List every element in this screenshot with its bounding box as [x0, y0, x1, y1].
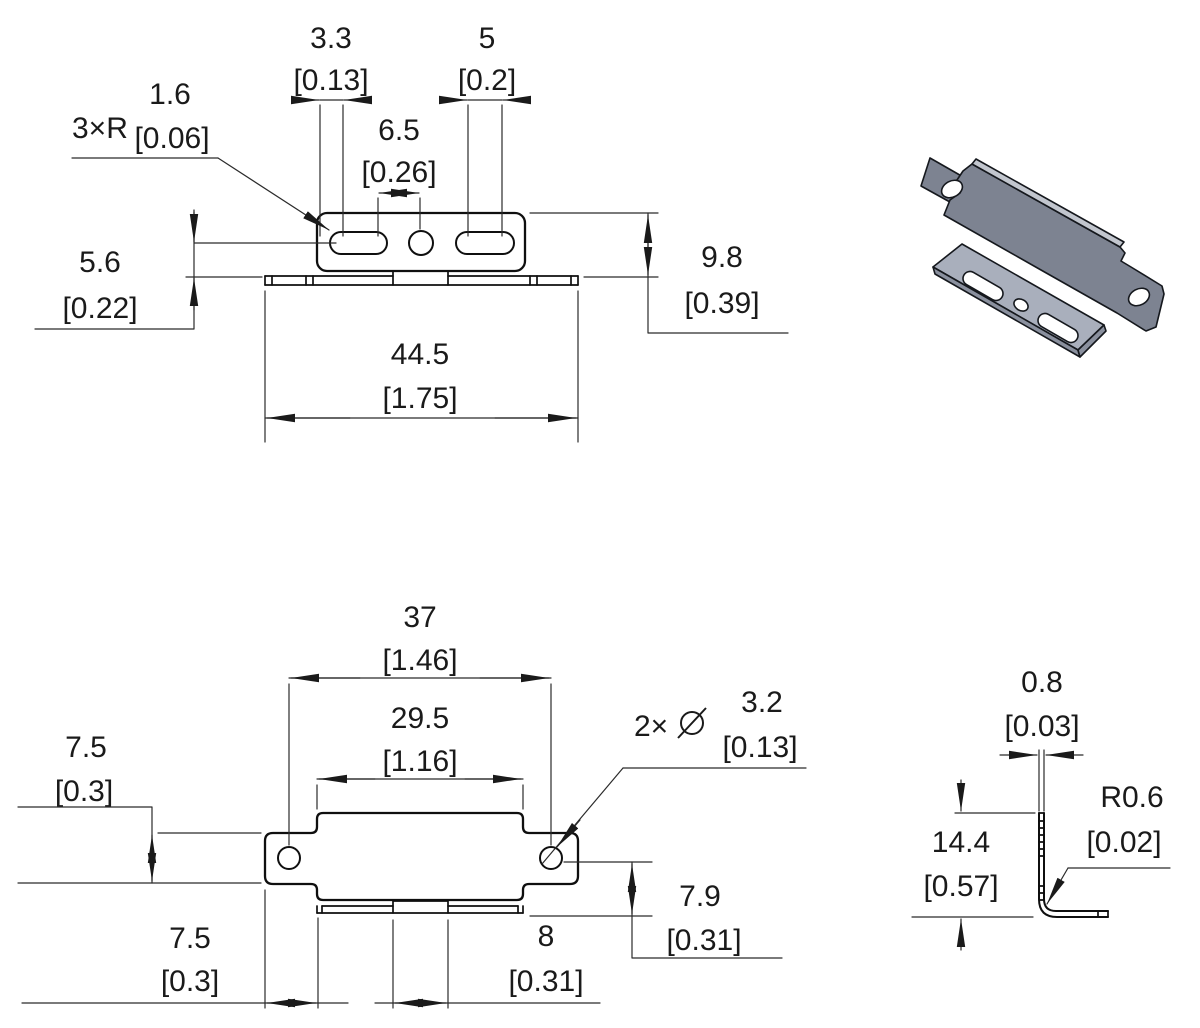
dim-center-tab-width: 8 [0.31]	[374, 919, 601, 1009]
iso-right-hole	[1127, 287, 1151, 307]
dim-height: 14.4 [0.57]	[911, 779, 1036, 951]
dim-slot-edge-offset-in: [0.22]	[62, 292, 137, 325]
dim-center-tab-width-in: [0.31]	[508, 965, 583, 998]
iso-flange-right-slot	[1037, 312, 1079, 344]
callout-bend-radius-in: [0.02]	[1086, 826, 1161, 859]
dim-hole-to-bottom-in: [0.31]	[666, 924, 741, 957]
top-view: 3.3 [0.13] 5 [0.2] 6.5 [0.26] 3×R	[34, 22, 789, 443]
dim-flange-width-in: [1.16]	[382, 745, 457, 778]
front-view: 37 [1.46] 29.5 [1.16] 7.5 [0.3]	[17, 601, 807, 1009]
dim-overall-width: 44.5 [1.75]	[264, 290, 579, 443]
side-view-feature-ticks	[1038, 820, 1045, 901]
center-hole	[408, 230, 434, 256]
dim-slot-width: 3.3 [0.13]	[291, 22, 372, 237]
left-mount-hole	[277, 846, 301, 870]
iso-left-hole	[940, 179, 964, 199]
dim-slot-width-mm: 3.3	[310, 22, 352, 55]
callout-hole-diameter: 2× 3.2 [0.13]	[541, 686, 807, 865]
dim-tab-height-in: [0.3]	[55, 775, 113, 808]
dim-overall-width-mm: 44.5	[391, 338, 449, 371]
diameter-icon	[677, 707, 707, 739]
dim-thickness: 0.8 [0.03]	[999, 666, 1084, 812]
right-slot	[455, 231, 515, 255]
dim-tab-height: 7.5 [0.3]	[17, 731, 262, 884]
side-view: 0.8 [0.03] 14.4 [0.57] R0.6 [0.02]	[911, 666, 1171, 951]
dim-slot-edge-offset: 5.6 [0.22]	[34, 209, 337, 330]
dim-tab-width: 7.5 [0.3]	[21, 889, 349, 1009]
dim-height-mm: 14.4	[932, 826, 990, 859]
callout-hole-diameter-mm: 3.2	[741, 686, 783, 719]
dim-tab-width-in: [0.3]	[161, 965, 219, 998]
iso-flange-center-hole	[1013, 298, 1029, 312]
iso-plate-top-bevel	[971, 158, 1125, 248]
dim-center-offset-mm: 6.5	[378, 114, 420, 147]
callout-hole-diameter-in: [0.13]	[722, 731, 797, 764]
dim-flange-depth-mm: 9.8	[701, 241, 743, 274]
iso-flange-end-edge	[1077, 324, 1107, 358]
top-view-part	[264, 211, 579, 286]
plate-outline	[263, 811, 580, 902]
dim-center-tab-width-mm: 8	[538, 920, 555, 953]
front-view-part	[263, 811, 580, 914]
dim-slot-width-in: [0.13]	[293, 64, 368, 97]
flange-edge-strip	[316, 900, 524, 914]
dim-tab-height-mm: 7.5	[65, 731, 107, 764]
dim-tab-width-mm: 7.5	[169, 922, 211, 955]
dim-flange-depth: 9.8 [0.39]	[529, 212, 789, 334]
dim-thickness-mm: 0.8	[1021, 666, 1063, 699]
isometric-view	[920, 157, 1165, 358]
dim-hole-spacing: 37 [1.46]	[288, 601, 552, 846]
dim-slot-edge-offset-mm: 5.6	[79, 246, 121, 279]
side-view-part	[1038, 812, 1109, 918]
dim-flange-width-mm: 29.5	[391, 702, 449, 735]
callout-corner-radius-mm: 1.6	[149, 78, 191, 111]
dim-height-in: [0.57]	[923, 870, 998, 903]
dim-flange-width: 29.5 [1.16]	[316, 702, 524, 810]
dim-slot-span-in: [0.2]	[458, 64, 516, 97]
callout-corner-radius-label: 3×R	[72, 112, 128, 145]
dim-hole-to-bottom: 7.9 [0.31]	[529, 861, 783, 959]
iso-flange-left-slot	[962, 270, 1004, 302]
plate-edge-strip	[264, 270, 579, 286]
callout-hole-qty: 2×	[634, 710, 668, 743]
dim-hole-spacing-in: [1.46]	[382, 644, 457, 677]
dim-center-offset-in: [0.26]	[361, 156, 436, 189]
callout-corner-radius: 3×R 1.6 [0.06]	[71, 78, 330, 231]
dim-hole-to-bottom-mm: 7.9	[679, 880, 721, 913]
callout-corner-radius-in: [0.06]	[134, 122, 209, 155]
dim-flange-depth-in: [0.39]	[684, 287, 759, 320]
dim-thickness-in: [0.03]	[1004, 710, 1079, 743]
dim-slot-span-mm: 5	[479, 22, 496, 55]
dim-slot-span: 5 [0.2]	[439, 22, 531, 237]
dim-hole-spacing-mm: 37	[403, 601, 436, 634]
dim-overall-width-in: [1.75]	[382, 382, 457, 415]
right-mount-hole	[539, 846, 563, 870]
callout-bend-radius: R0.6 [0.02]	[1046, 781, 1171, 905]
dim-center-offset: 6.5 [0.26]	[361, 114, 437, 237]
callout-bend-radius-mm: R0.6	[1100, 781, 1163, 814]
